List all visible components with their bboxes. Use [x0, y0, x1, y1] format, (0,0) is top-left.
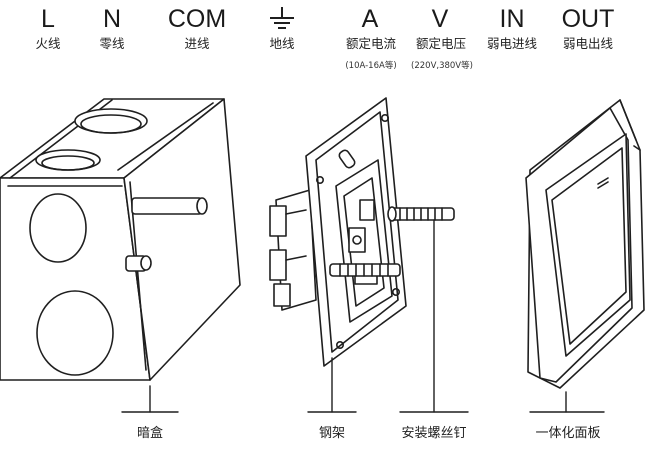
steel-frame-illustration — [269, 97, 407, 367]
legend-label-neutral: 零线 — [99, 36, 125, 51]
part-label-panel: 一体化面板 — [535, 426, 601, 441]
legend-label-in: 弱电进线 — [486, 36, 537, 51]
legend-note-current: (10A-16A等) — [345, 61, 397, 71]
legend-label-ground: 地线 — [269, 36, 295, 51]
legend-symbol-out: OUT — [561, 5, 615, 33]
part-label-frame: 钢架 — [318, 426, 345, 441]
legend-label-live: 火线 — [35, 36, 61, 51]
legend-symbol-n: N — [102, 5, 122, 33]
mounting-screw-illustration — [387, 206, 455, 222]
legend-symbol-v: V — [431, 5, 449, 33]
switch-panel-illustration — [525, 99, 645, 389]
part-label-box: 暗盒 — [136, 426, 163, 441]
legend-note-voltage: (220V,380V等) — [411, 61, 473, 71]
legend-label-com: 进线 — [184, 36, 210, 51]
junction-box-illustration — [0, 98, 241, 381]
legend-symbol-com: COM — [167, 5, 227, 33]
legend-label-out: 弱电出线 — [562, 36, 613, 51]
legend-label-voltage: 额定电压 — [415, 36, 466, 51]
ground-icon — [270, 7, 294, 29]
legend-symbol-a: A — [361, 5, 379, 33]
leader-lines — [121, 219, 605, 413]
legend-label-current: 额定电流 — [345, 36, 396, 51]
part-label-screw: 安装螺丝钉 — [401, 426, 467, 441]
legend-symbol-l: L — [41, 5, 55, 33]
legend-symbol-in: IN — [499, 5, 525, 33]
